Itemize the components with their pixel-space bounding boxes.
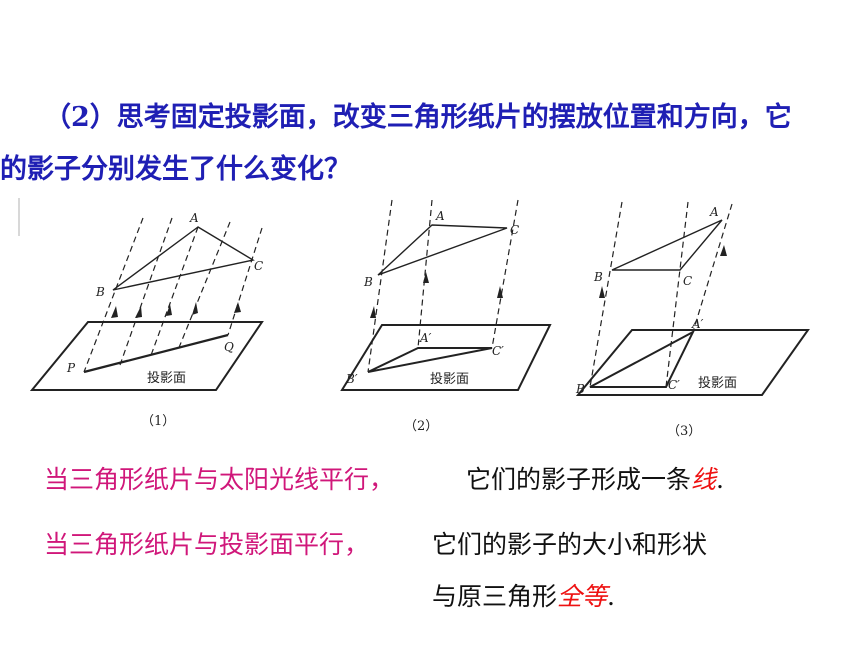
label-C-3: C xyxy=(683,274,692,288)
triangle-2 xyxy=(377,224,508,276)
label-B-1: B xyxy=(95,285,105,299)
question-line-2: 的影子分别发生了什么变化？ xyxy=(0,154,351,185)
result-text: 它们的影子形成一条 xyxy=(466,465,692,494)
label-C-2: C xyxy=(510,223,519,237)
plane-label-2: 投影面 xyxy=(430,371,469,387)
label-A-1: A xyxy=(189,211,199,225)
highlight-line: 线 xyxy=(691,465,717,494)
shadow-segment-1 xyxy=(83,333,229,374)
label-A-3: A xyxy=(709,205,719,219)
label-A-2: A xyxy=(435,209,445,223)
shadow-triangle-2 xyxy=(367,347,493,373)
condition-text: 当三角形纸片与太阳光线平行， xyxy=(44,465,395,494)
statement-parallel-to-plane: 当三角形纸片与投影面平行， xyxy=(44,525,369,561)
label-P-1: P xyxy=(66,361,76,375)
diagram-3: A B C A′ B′ C′ 投影面 （3） xyxy=(575,201,810,439)
label-A-prime-3: A′ xyxy=(691,317,704,331)
plane-2 xyxy=(340,324,552,391)
statement-parallel-to-plane-result-2: 与原三角形全等. xyxy=(432,577,615,613)
diagram-2: A B C A′ B′ C′ 投影面 （2） xyxy=(340,199,552,434)
label-B-3: B xyxy=(593,270,603,284)
label-Q-1: Q xyxy=(224,340,234,354)
condition-text: 当三角形纸片与投影面平行， xyxy=(44,530,370,559)
statement-parallel-to-sunlight: 当三角形纸片与太阳光线平行， xyxy=(44,460,394,496)
question-line-1: （2）思考固定投影面，改变三角形纸片的摆放位置和方向，它 xyxy=(44,102,792,133)
caption-2: （2） xyxy=(404,419,438,434)
label-C-prime-2: C′ xyxy=(492,344,504,358)
label-B-2: B xyxy=(363,275,373,289)
label-B-prime-2: B′ xyxy=(345,372,358,386)
period: . xyxy=(716,465,724,494)
highlight-congruent: 全等 xyxy=(557,582,608,611)
label-C-1: C xyxy=(254,259,263,273)
label-A-prime-2: A′ xyxy=(419,331,432,345)
plane-label-3: 投影面 xyxy=(698,375,737,391)
statement-parallel-to-plane-result: 它们的影子的大小和形状 xyxy=(432,525,707,561)
diagram-1: A B C P Q 投影面 （1） xyxy=(29,211,264,429)
projection-diagrams: A B C P Q 投影面 （1） A B C xyxy=(29,199,810,439)
label-C-prime-3: C′ xyxy=(668,378,680,392)
result-text: 它们的影子的大小和形状 xyxy=(432,530,708,559)
label-B-prime-3: B′ xyxy=(575,382,588,396)
plane-label-1: 投影面 xyxy=(147,370,186,386)
plane-3 xyxy=(575,329,810,396)
slide-divider-mark xyxy=(18,198,20,236)
period: . xyxy=(607,582,615,611)
statement-parallel-to-sunlight-result: 它们的影子形成一条线. xyxy=(466,460,724,496)
triangle-3 xyxy=(611,219,723,271)
caption-3: （3） xyxy=(667,424,701,439)
plane-1 xyxy=(29,321,264,391)
result-text-2: 与原三角形 xyxy=(432,582,558,611)
triangle-1 xyxy=(112,226,255,291)
caption-1: （1） xyxy=(141,414,175,429)
shadow-triangle-3 xyxy=(589,329,696,388)
